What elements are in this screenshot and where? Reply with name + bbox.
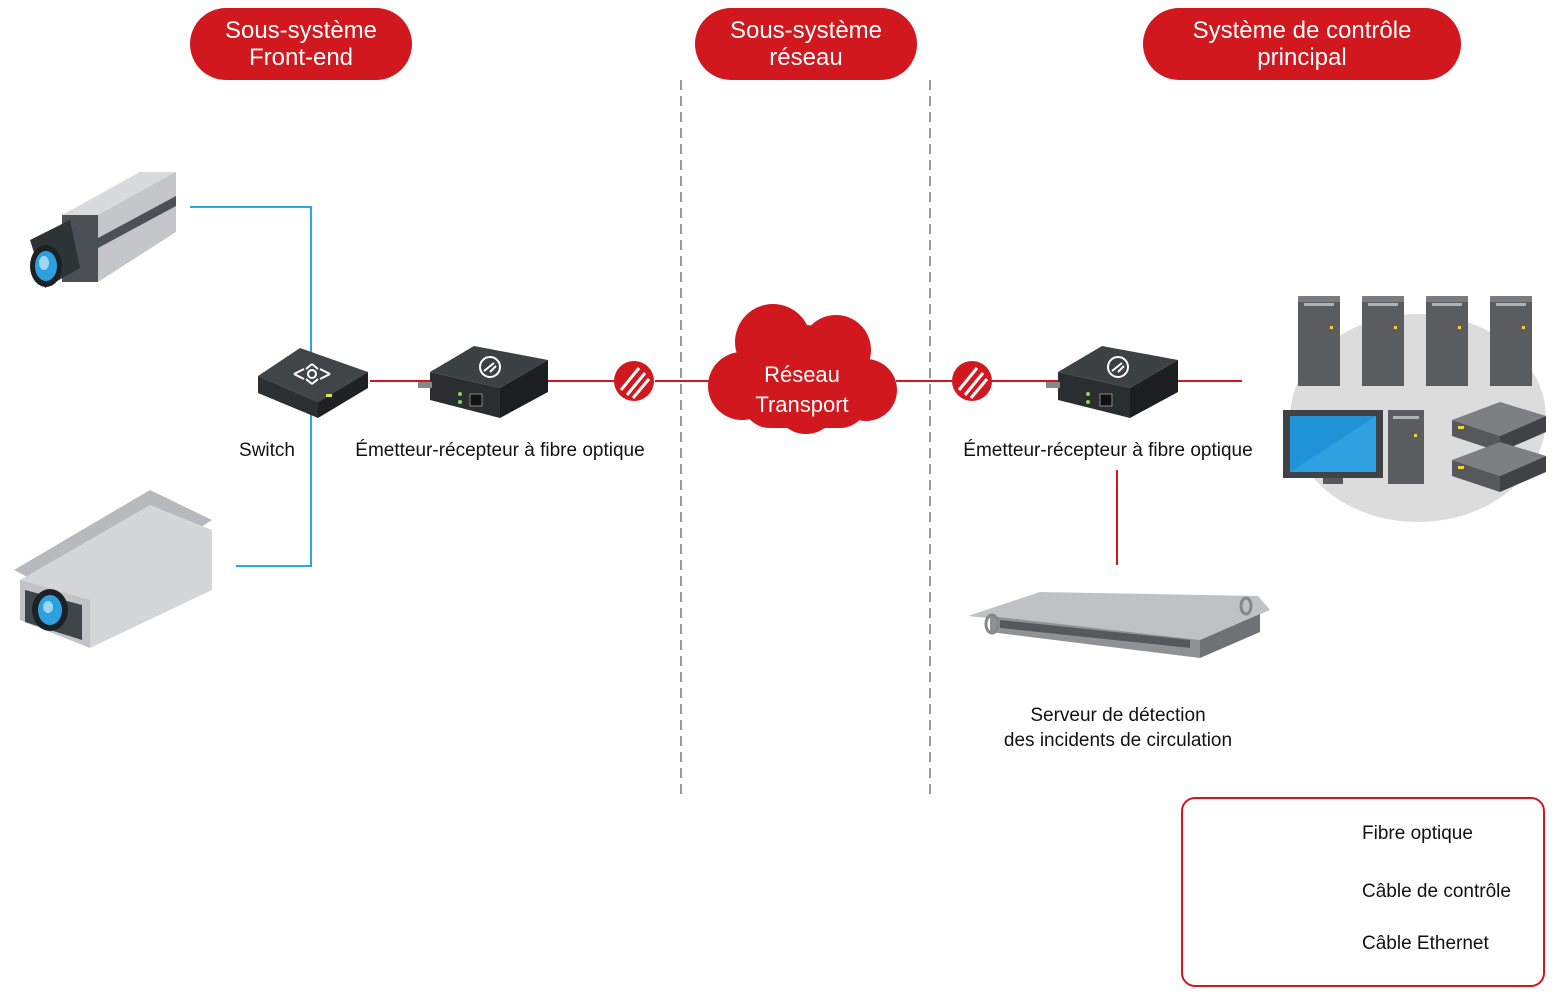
legend-box — [1181, 797, 1545, 987]
server-tower-icon — [1298, 296, 1532, 386]
ethernet-links — [190, 206, 312, 567]
fiber-transceiver-left-icon — [418, 346, 548, 418]
fiber-links — [370, 380, 1242, 565]
housing-camera-icon — [14, 490, 212, 648]
monitor-icon — [1283, 410, 1383, 484]
fiber-marker-left — [614, 361, 654, 401]
legend-fiber-label: Fibre optique — [1362, 823, 1473, 844]
pc-tower-icon — [1388, 410, 1424, 484]
transceiver-left-label: Émetteur-récepteur à fibre optique — [355, 440, 645, 461]
switch-label: Switch — [239, 440, 295, 461]
box-camera-icon — [30, 172, 176, 288]
control-system-cluster-icon — [1283, 296, 1546, 522]
header-control-system: Système de contrôle principal — [1143, 8, 1461, 80]
legend-control-cable-label: Câble de contrôle — [1362, 881, 1511, 902]
transceiver-right-label: Émetteur-récepteur à fibre optique — [963, 440, 1253, 461]
rack-server-icon — [968, 592, 1270, 658]
network-switch-icon — [258, 348, 368, 418]
header-network: Sous-système réseau — [695, 8, 917, 80]
cloud-label: Réseau Transport — [755, 362, 849, 417]
fiber-transceiver-right-icon — [1046, 346, 1178, 418]
transport-cloud-icon — [708, 304, 897, 434]
fiber-marker-right — [952, 361, 992, 401]
rack-unit-icon — [1452, 402, 1546, 492]
legend-ethernet-label: Câble Ethernet — [1362, 933, 1489, 954]
server-label: Serveur de détection des incidents de ci… — [1003, 705, 1233, 751]
header-front-end: Sous-système Front-end — [190, 8, 412, 80]
